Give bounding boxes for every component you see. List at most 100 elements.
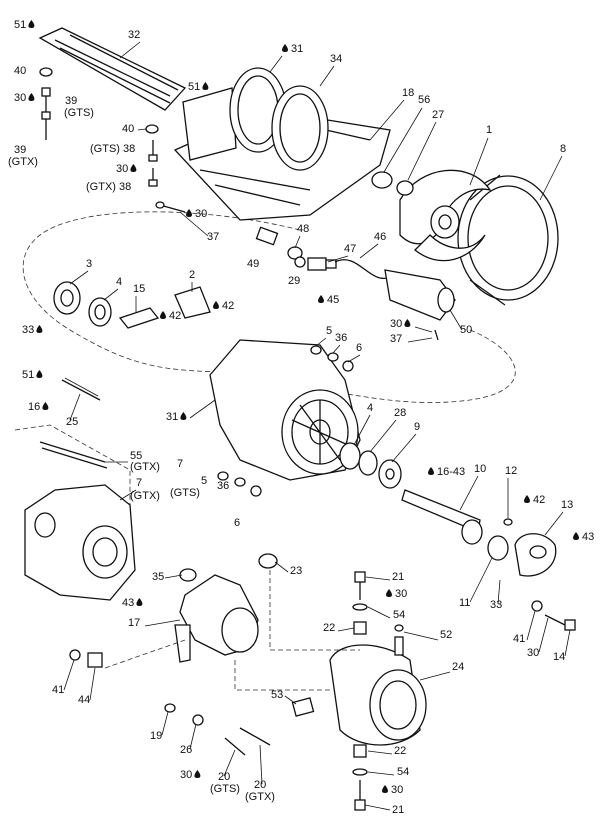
leader-line (69, 270, 89, 285)
callout-label: 12 (505, 465, 517, 477)
seal-3 (53, 281, 81, 315)
callout-label: 36 (217, 480, 229, 492)
callout-label: 51 (22, 369, 34, 381)
block-53 (291, 697, 315, 717)
callout-label: 31 (166, 411, 178, 423)
callout-label: 39 (65, 95, 77, 107)
leader-line (364, 804, 391, 811)
callout-c12: 12 (505, 465, 517, 518)
callout-c10: 10 (459, 463, 486, 511)
callout-label: 25 (66, 416, 78, 428)
shaft-15 (118, 307, 160, 329)
callout-c51b: 51 (188, 81, 209, 93)
callout-c30a: 30 (14, 92, 35, 104)
callout-c39gtx: 39 (14, 144, 26, 156)
callout-label: 42 (533, 494, 545, 506)
callout-c16b: 16-43 (428, 466, 465, 478)
callout-label: 35 (152, 571, 164, 583)
callout-c41a: 41 (513, 610, 536, 645)
callout-c42c: 42 (524, 494, 545, 506)
callout-c34: 34 (319, 53, 342, 87)
callout-c40a: 40 (14, 65, 26, 77)
washer-5b (217, 471, 229, 481)
callout-label: 1 (486, 124, 492, 136)
callout-c7gts_l: (GTS) (170, 487, 200, 499)
callout-label: 29 (288, 275, 300, 287)
callout-label: 30 (195, 208, 207, 220)
callout-c13: 13 (544, 499, 573, 536)
callout-c7gtx: 7 (119, 477, 142, 501)
thread-lock-drop-icon (428, 467, 434, 475)
callout-c55_l: (GTX) (130, 461, 160, 473)
thread-lock-drop-icon (573, 532, 579, 540)
callout-c53: 53 (271, 689, 297, 705)
callout-c51c: 51 (22, 369, 43, 381)
thread-lock-drop-icon (386, 589, 392, 597)
bolt-39-gtx (41, 111, 51, 140)
callout-c2: 2 (189, 269, 195, 292)
leader-line (564, 629, 571, 657)
washer-19 (164, 703, 176, 713)
callout-label: 8 (560, 143, 566, 155)
callout-c24: 24 (419, 661, 464, 681)
callout-label: 30 (180, 769, 192, 781)
callout-c4a: 4 (103, 276, 122, 301)
callout-c28: 28 (369, 407, 406, 453)
callout-label: 7 (136, 477, 142, 489)
leader-line (269, 55, 283, 73)
callout-c43b: 43 (122, 597, 143, 609)
intake-bracket (173, 87, 391, 221)
callout-c31b: 31 (166, 399, 216, 423)
callout-label: 37 (207, 231, 219, 243)
callout-label: 3 (86, 258, 92, 270)
leader-line (284, 695, 297, 705)
callout-label: 5 (201, 475, 207, 487)
callout-label: 10 (474, 463, 486, 475)
bolt-20-gts (224, 737, 246, 756)
washer-5a (310, 345, 322, 355)
thread-lock-drop-icon (186, 209, 192, 217)
washer-28 (358, 450, 378, 476)
leader-line (69, 393, 81, 421)
washers-54a (352, 603, 368, 611)
ride-plate (38, 27, 187, 111)
fitting-49 (255, 226, 279, 246)
leader-line (391, 433, 417, 463)
callout-label: 27 (432, 109, 444, 121)
pump-housing-gtx (24, 484, 136, 601)
callout-c39gts_l: (GTS) (64, 107, 94, 119)
callout-label: 49 (247, 258, 259, 270)
leader-line (353, 414, 371, 446)
callout-c6b: 6 (234, 517, 240, 529)
callout-c52: 52 (403, 629, 452, 641)
venturi-17 (174, 574, 259, 663)
callout-c26: 26 (180, 723, 197, 756)
callout-label: 52 (440, 629, 452, 641)
callout-c33b: 33 (490, 579, 502, 611)
callout-label: 36 (335, 332, 347, 344)
thread-lock-drop-icon (42, 402, 49, 410)
leader-line (161, 711, 169, 736)
callout-c5b: 5 (201, 475, 207, 487)
callout-label: (GTS) (170, 487, 200, 499)
callout-c35: 35 (152, 571, 183, 583)
thread-lock-drop-icon (36, 370, 43, 378)
callout-c20gtx_l: (GTX) (245, 791, 275, 803)
callout-label: 20 (218, 771, 230, 783)
callout-c55: 55 (105, 450, 142, 463)
leader-line (332, 344, 341, 354)
leader-line (459, 475, 479, 511)
bolt-21a (354, 571, 366, 600)
leader-line (119, 489, 137, 501)
callout-c42a: 42 (160, 310, 181, 322)
callout-label: 30 (14, 92, 26, 104)
callout-label: 24 (452, 661, 464, 673)
stud-25 (61, 377, 101, 401)
callout-label: 2 (189, 269, 195, 281)
callout-c5a: 5 (315, 325, 332, 347)
callout-label: 46 (374, 231, 386, 243)
callout-c40b: 40 (122, 123, 147, 135)
callout-label: (GTX) 38 (86, 181, 131, 193)
callout-c37a: 37 (179, 211, 219, 243)
